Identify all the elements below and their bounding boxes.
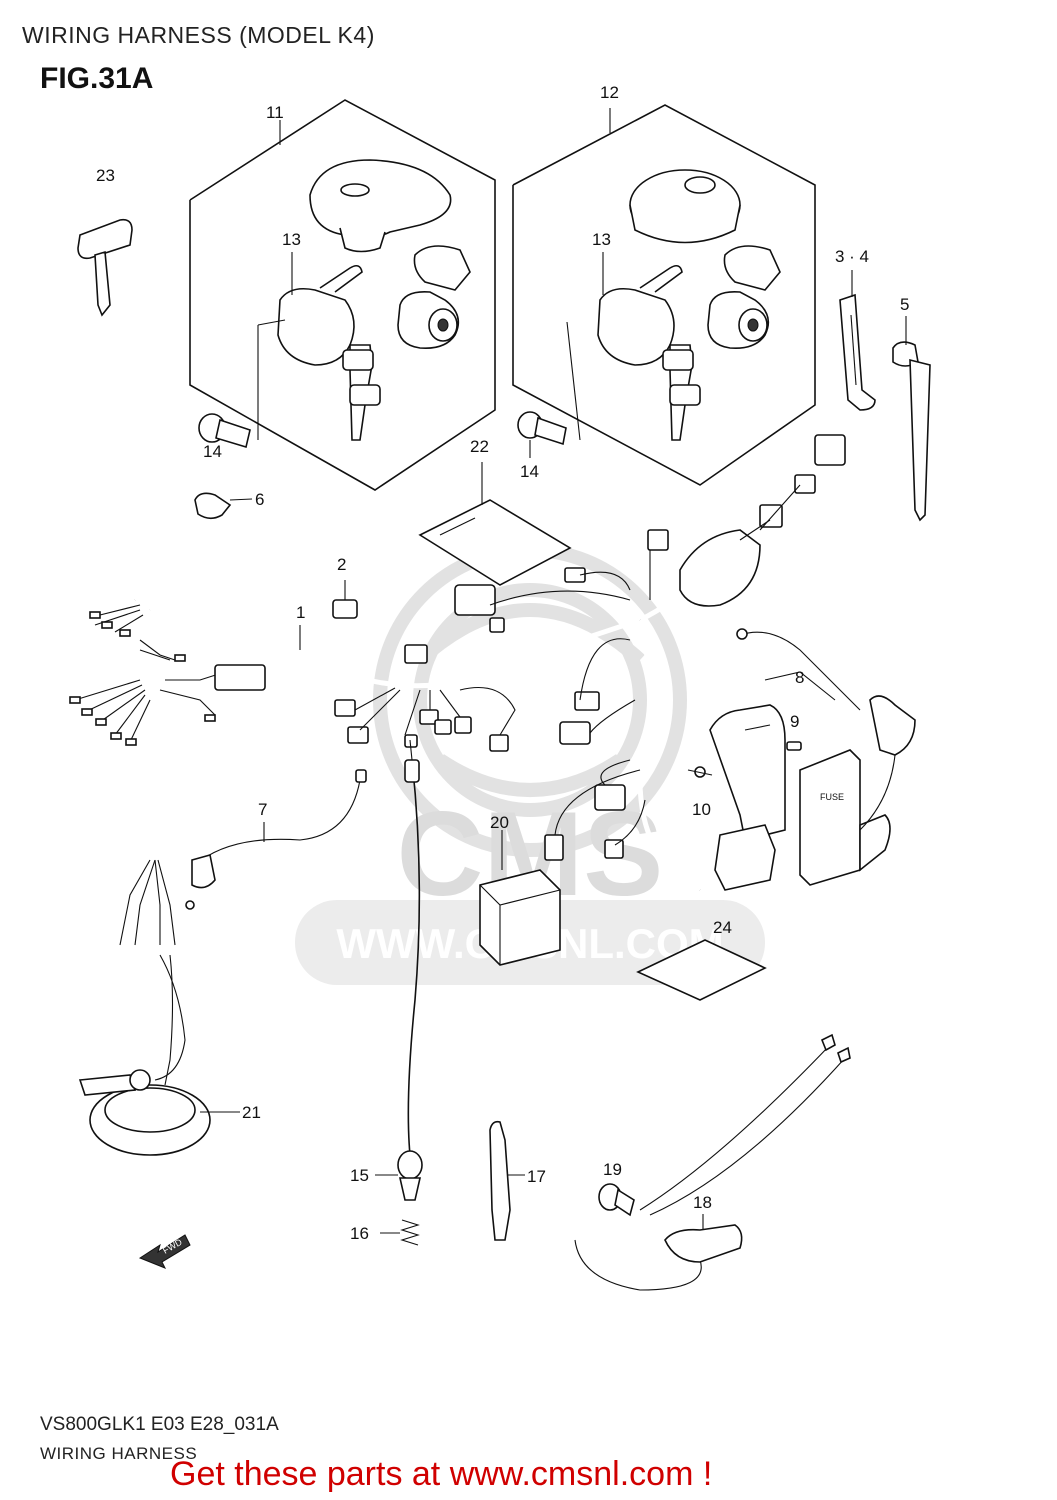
callout-18: 18	[693, 1193, 712, 1212]
connector-left-group	[69, 611, 266, 746]
diagram-code: VS800GLK1 E03 E28_031A	[40, 1414, 279, 1435]
part-14-bolt-right[interactable]	[517, 411, 567, 446]
part-16-spring[interactable]	[380, 1219, 420, 1246]
diagram-name: WIRING HARNESS	[40, 1444, 198, 1463]
page-title: WIRING HARNESS (MODEL K4)	[22, 22, 375, 48]
part-2-small-connector[interactable]	[332, 580, 358, 619]
callout-6: 6	[255, 490, 264, 509]
callouts: 1 2 3 · 4 5 6 7 8 9 10 11 12 13 13 14 14…	[96, 83, 909, 1243]
callout-3-4: 3 · 4	[835, 247, 869, 266]
fuse-label: FUSE	[820, 792, 844, 802]
horn-wires	[119, 859, 186, 1086]
part-19-bolt[interactable]	[598, 1183, 635, 1217]
callout-16: 16	[350, 1224, 369, 1243]
callout-10: 10	[692, 800, 711, 819]
callout-9: 9	[790, 712, 799, 731]
callout-13-right: 13	[592, 230, 611, 249]
part-10-screw[interactable]	[687, 766, 713, 778]
part-20-relay[interactable]	[479, 830, 561, 966]
callout-7: 7	[258, 800, 267, 819]
callout-19: 19	[603, 1160, 622, 1179]
part-22-label-sheet[interactable]	[418, 462, 572, 586]
callout-1: 1	[296, 603, 305, 622]
part-17-switch[interactable]	[489, 1120, 525, 1241]
callout-12: 12	[600, 83, 619, 102]
part-18-sensor[interactable]	[574, 1033, 851, 1291]
part-7-ground-wire[interactable]	[185, 769, 367, 910]
part-9-fuse[interactable]	[786, 741, 802, 751]
figure-label: FIG.31A	[40, 62, 154, 95]
part-24-sheet[interactable]	[636, 939, 767, 1001]
callout-11: 11	[266, 103, 284, 122]
callout-15: 15	[350, 1166, 369, 1185]
callout-8: 8	[795, 668, 804, 687]
callout-20: 20	[490, 813, 509, 832]
callout-2: 2	[337, 555, 346, 574]
part-5-clamp[interactable]	[892, 341, 931, 522]
callout-22: 22	[470, 437, 489, 456]
callout-23: 23	[96, 166, 115, 185]
part-21-horn[interactable]	[78, 1069, 240, 1156]
callout-24: 24	[713, 918, 732, 937]
part-15-sensor[interactable]	[375, 759, 423, 1201]
part-3-4-bracket[interactable]	[839, 293, 876, 411]
part-6-clip[interactable]	[194, 492, 232, 520]
part-12-ignition-set[interactable]	[512, 104, 816, 486]
callout-14-left: 14	[203, 442, 222, 461]
fwd-arrow: FWD	[138, 1234, 191, 1269]
part-8-fuse-box[interactable]: FUSE	[709, 628, 916, 891]
callout-5: 5	[900, 295, 909, 314]
part-1-main-harness[interactable]	[69, 434, 846, 893]
callout-17: 17	[527, 1167, 546, 1186]
callout-14-right: 14	[520, 462, 539, 481]
part-11-ignition-set[interactable]	[189, 99, 496, 491]
callout-21: 21	[242, 1103, 261, 1122]
callout-13-left: 13	[282, 230, 301, 249]
part-23-key[interactable]	[77, 218, 133, 317]
part-14-bolt-left[interactable]	[198, 413, 251, 449]
promo-link[interactable]: Get these parts at www.cmsnl.com !	[170, 1455, 713, 1493]
